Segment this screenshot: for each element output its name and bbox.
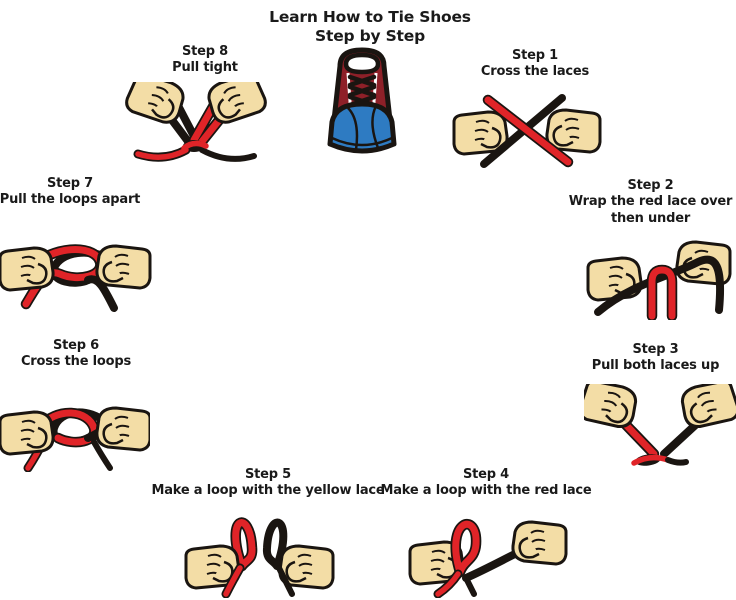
step-7-label: Step 7 Pull the loops apart — [0, 176, 145, 209]
step-7-number: Step 7 — [46, 176, 94, 191]
hand-icon — [95, 244, 152, 290]
hand-icon — [0, 410, 55, 456]
step-8-number: Step 8 — [181, 44, 229, 59]
step-5-caption: Make a loop with the yellow lace — [151, 483, 385, 499]
step-4-label: Step 4 Make a loop with the red lace — [380, 467, 592, 500]
step-5-number: Step 5 — [244, 467, 292, 482]
step-2-number: Step 2 — [627, 178, 674, 193]
step-3-label: Step 3 Pull both laces up — [578, 342, 733, 375]
step-1-caption: Cross the laces — [480, 64, 590, 80]
step-8-label: Step 8 Pull tight — [145, 44, 265, 77]
shoe-toe — [327, 101, 397, 154]
hand-icon — [95, 406, 150, 452]
step-4-illustration — [408, 519, 568, 598]
step-4-number: Step 4 — [462, 467, 510, 482]
red-lace — [484, 96, 572, 166]
step-8-illustration — [121, 82, 271, 162]
shoe-illustration — [327, 47, 397, 154]
step-4-caption: Make a loop with the red lace — [380, 483, 592, 499]
step-3-caption: Pull both laces up — [591, 358, 720, 374]
step-2-label: Step 2 Wrap the red lace over then under — [568, 178, 733, 227]
step-7-illustration — [0, 244, 152, 312]
step-3-illustration — [584, 384, 736, 466]
step-6-label: Step 6 Cross the loops — [2, 338, 150, 371]
hand-icon — [675, 384, 736, 435]
step-1-illustration — [452, 94, 602, 168]
step-5-illustration — [184, 517, 335, 598]
hand-icon — [0, 246, 55, 292]
step-7-caption: Pull the loops apart — [0, 192, 141, 208]
step-1-number: Step 1 — [511, 48, 559, 63]
red-lace-loop — [452, 520, 480, 576]
hand-icon — [511, 520, 568, 566]
shoe-opening — [343, 52, 381, 75]
red-lace-loop — [34, 409, 98, 446]
page-title-line2: Step by Step — [315, 26, 425, 45]
step-2-illustration — [586, 240, 732, 320]
black-lace-loop — [262, 518, 288, 570]
red-lace — [648, 266, 676, 320]
step-1-label: Step 1 Cross the laces — [460, 48, 610, 81]
step-2-caption: Wrap the red lace over then under — [568, 194, 733, 226]
page-title-line1: Learn How to Tie Shoes — [269, 8, 471, 26]
step-8-caption: Pull tight — [172, 60, 238, 76]
red-lace-loop — [232, 519, 256, 570]
page-title: Learn How to Tie Shoes Step by Step — [240, 8, 500, 45]
step-5-label: Step 5 Make a loop with the yellow lace — [148, 467, 388, 500]
step-3-number: Step 3 — [632, 342, 679, 357]
hand-icon — [121, 82, 191, 131]
black-lace — [594, 255, 725, 316]
step-6-illustration — [0, 406, 150, 472]
step-6-caption: Cross the loops — [20, 354, 132, 370]
step-6-number: Step 6 — [52, 338, 100, 353]
